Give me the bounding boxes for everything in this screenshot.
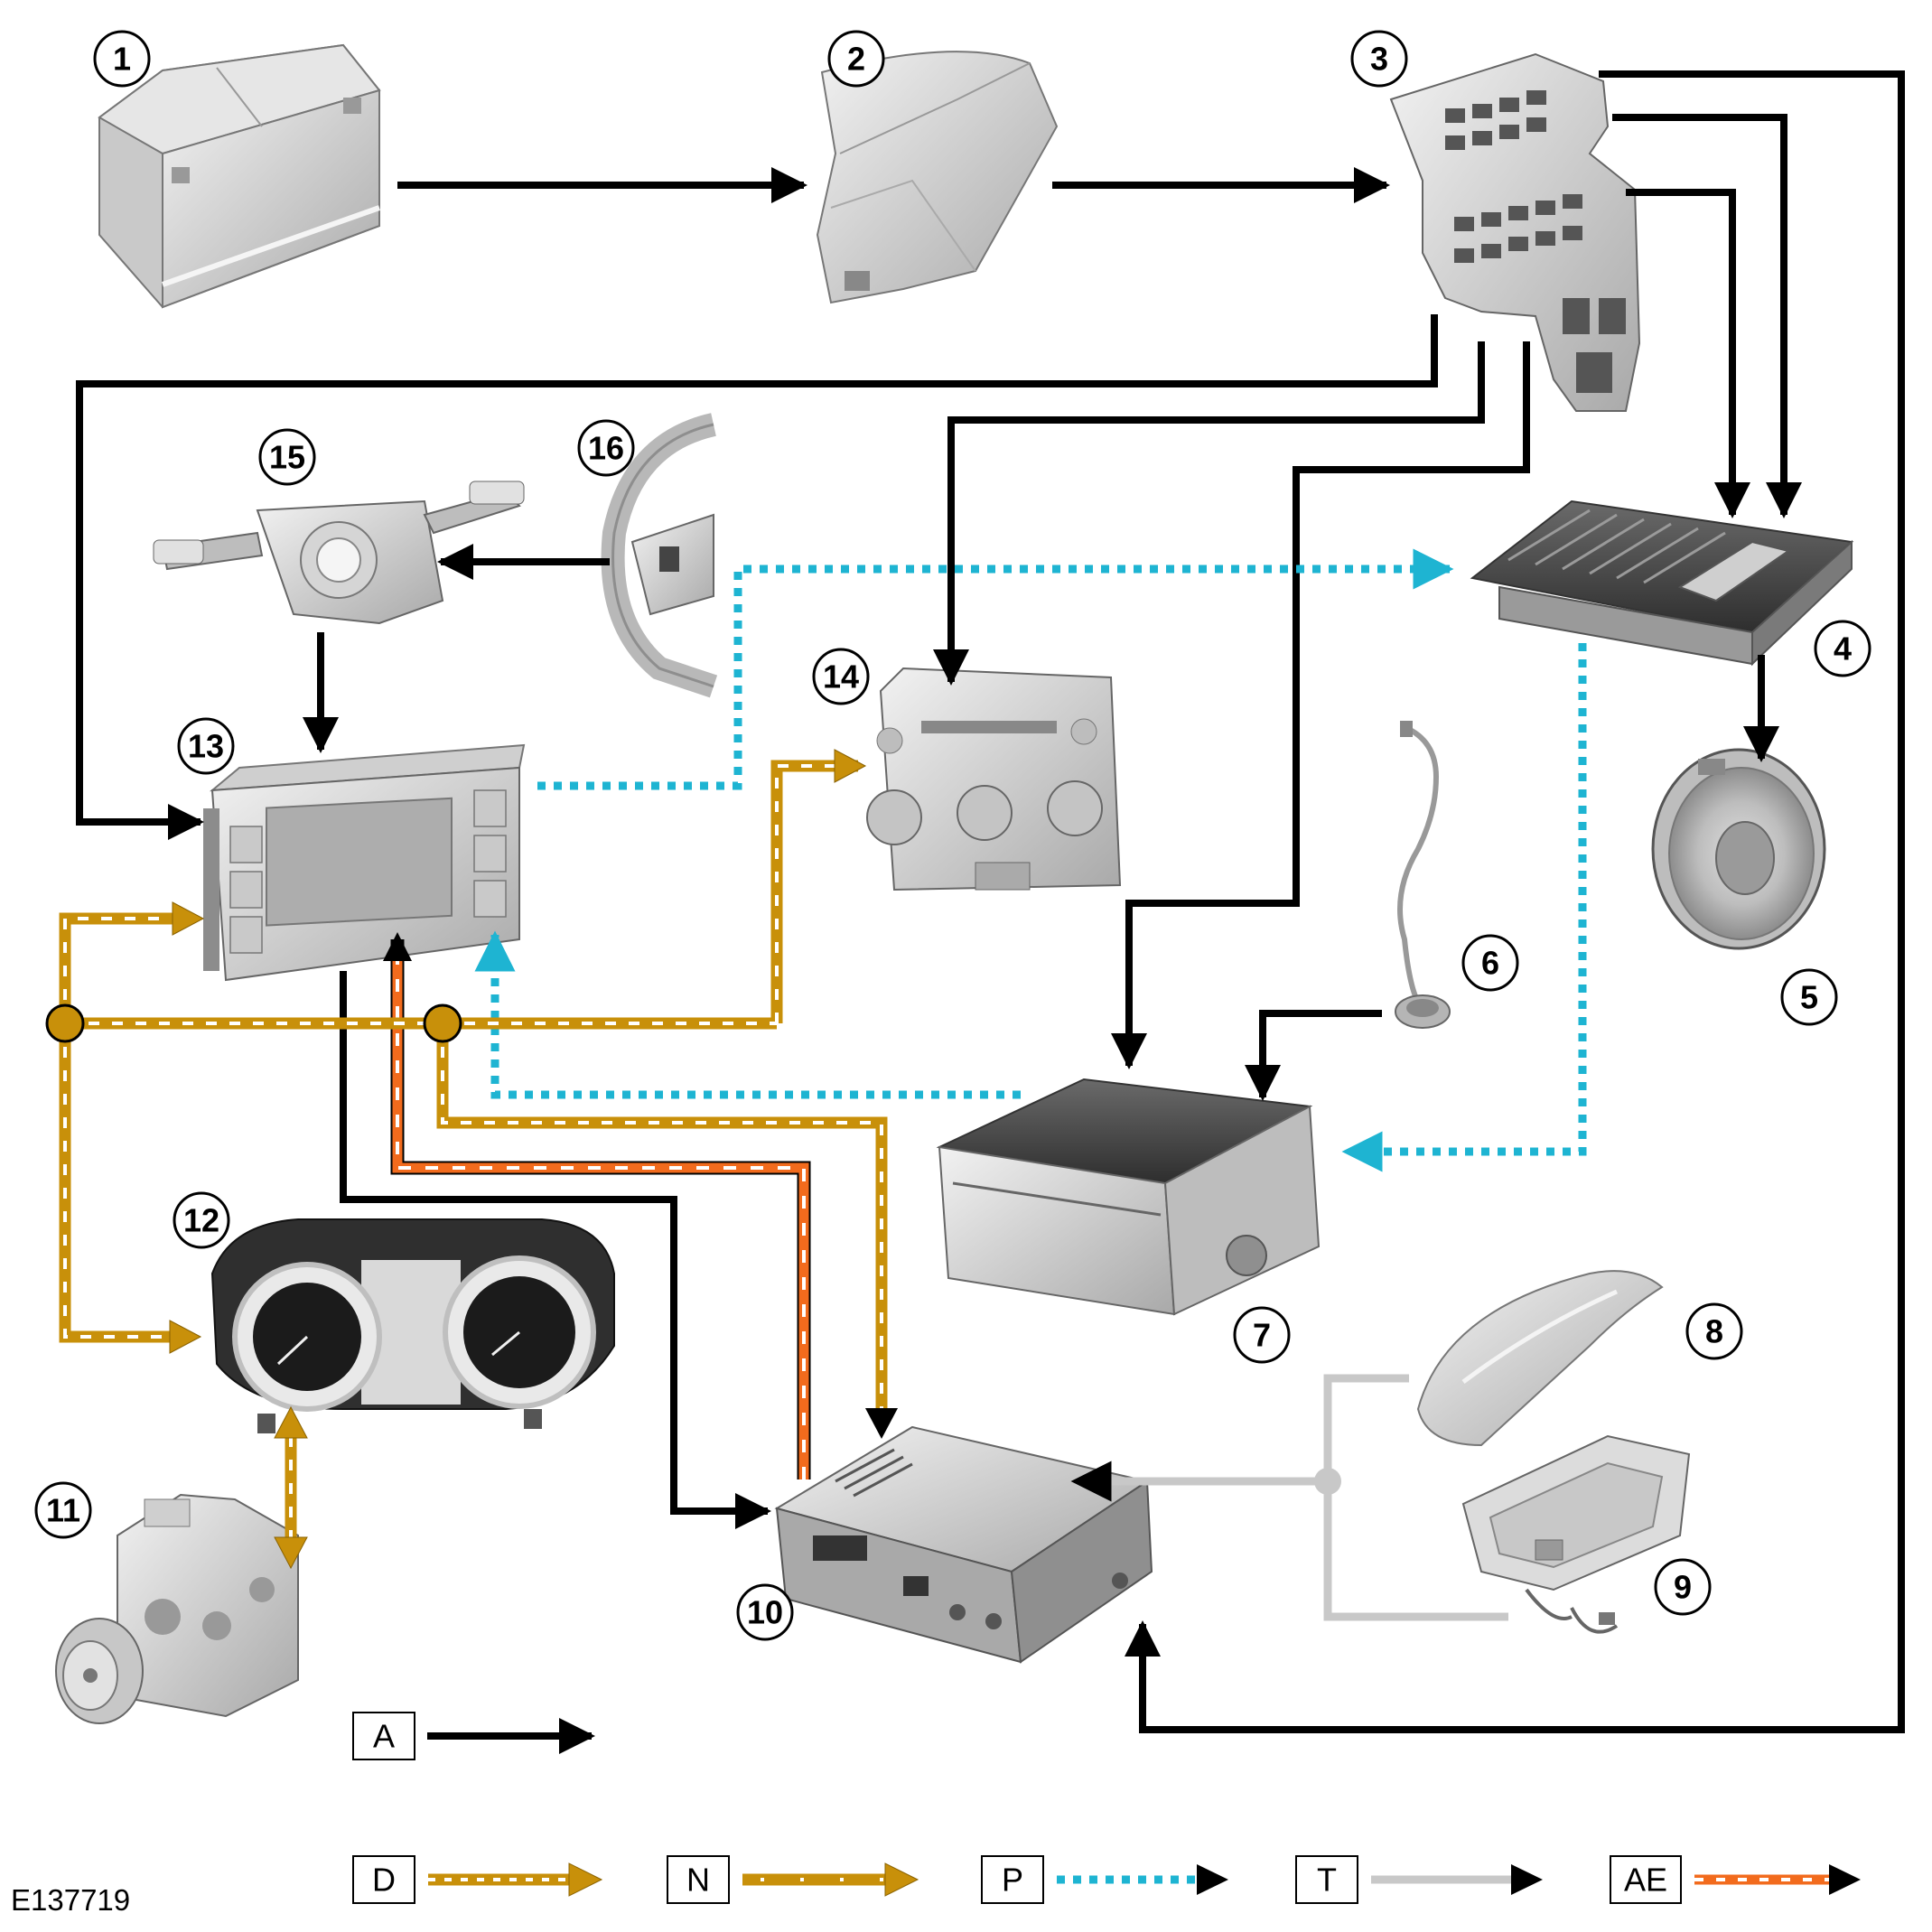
callout-3: 3 [1350, 30, 1408, 88]
audio-amplifier-icon [1470, 499, 1854, 667]
callout-3-label: 3 [1370, 41, 1388, 78]
callout-14-label: 14 [823, 658, 859, 695]
touch-screen-display-icon [203, 743, 526, 982]
legend-line-p [1057, 1864, 1228, 1895]
callout-15-label: 15 [269, 439, 305, 476]
power-supply-lines [76, 70, 1905, 1733]
audio-unit-icon [936, 1078, 1321, 1316]
integrated-control-panel-icon [866, 667, 1122, 891]
clockspring-switch-icon [153, 481, 525, 625]
legend-code-t: T [1317, 1862, 1337, 1899]
legend-item-n: N [667, 1855, 919, 1904]
telematics-module-icon [774, 1425, 1153, 1664]
callout-5: 5 [1780, 968, 1838, 1026]
legend-code-n: N [686, 1862, 710, 1899]
instrument-cluster-icon [210, 1218, 615, 1433]
callout-11: 11 [34, 1481, 92, 1539]
microphone-icon [1395, 721, 1451, 1029]
legend-code-p: P [1002, 1862, 1023, 1899]
legend-line-t [1371, 1864, 1543, 1895]
legend-line-ae [1694, 1864, 1861, 1895]
callout-13: 13 [177, 717, 235, 775]
callout-14: 14 [812, 648, 870, 705]
gps-data-line [383, 932, 811, 1479]
can-bus-lines [45, 749, 898, 1570]
callout-1: 1 [93, 30, 151, 88]
legend-line-n [742, 1862, 919, 1897]
legend-code-a: A [373, 1718, 395, 1755]
central-junction-box-icon [1389, 52, 1641, 412]
callout-4: 4 [1814, 620, 1871, 677]
antenna-module-icon [1461, 1434, 1691, 1634]
legend: A D N P [352, 1712, 1861, 1904]
legend-line-d [428, 1862, 603, 1897]
figure-reference: E137719 [11, 1883, 130, 1917]
speaker-icon [1651, 748, 1826, 950]
callout-9: 9 [1654, 1558, 1712, 1616]
callout-6-label: 6 [1481, 945, 1499, 982]
callout-8-label: 8 [1705, 1313, 1723, 1350]
callout-8: 8 [1685, 1302, 1743, 1360]
callout-5-label: 5 [1800, 979, 1818, 1016]
legend-code-ae: AE [1624, 1862, 1667, 1899]
callout-12-label: 12 [183, 1202, 219, 1239]
callout-13-label: 13 [188, 728, 224, 765]
callout-16-label: 16 [588, 430, 624, 467]
callout-16: 16 [577, 419, 635, 477]
callout-7-label: 7 [1253, 1317, 1271, 1354]
abs-module-icon [55, 1493, 299, 1724]
callout-4-label: 4 [1834, 630, 1852, 667]
battery-icon [98, 43, 381, 309]
callout-7: 7 [1233, 1306, 1291, 1364]
legend-item-t: T [1295, 1855, 1543, 1904]
legend-item-ae: AE [1610, 1855, 1861, 1904]
roof-antenna-icon [1416, 1270, 1664, 1447]
callout-2: 2 [827, 30, 885, 88]
legend-code-d: D [372, 1862, 396, 1899]
battery-junction-box-icon [816, 51, 1059, 304]
rf-signal-lines [1070, 1374, 1508, 1621]
callout-9-label: 9 [1674, 1569, 1692, 1606]
legend-item-d: D [352, 1855, 603, 1904]
most-bus-lines [474, 548, 1587, 1172]
callout-12: 12 [173, 1191, 230, 1249]
callout-10: 10 [736, 1583, 794, 1641]
legend-item-p: P [981, 1855, 1228, 1904]
callout-11-label: 11 [46, 1492, 80, 1529]
callout-10-label: 10 [747, 1594, 783, 1631]
steering-wheel-icon [601, 413, 718, 698]
callout-15: 15 [258, 428, 316, 486]
callout-6: 6 [1461, 934, 1519, 992]
legend-item-a: A [352, 1712, 595, 1760]
callout-2-label: 2 [847, 41, 865, 78]
callout-1-label: 1 [113, 41, 131, 78]
